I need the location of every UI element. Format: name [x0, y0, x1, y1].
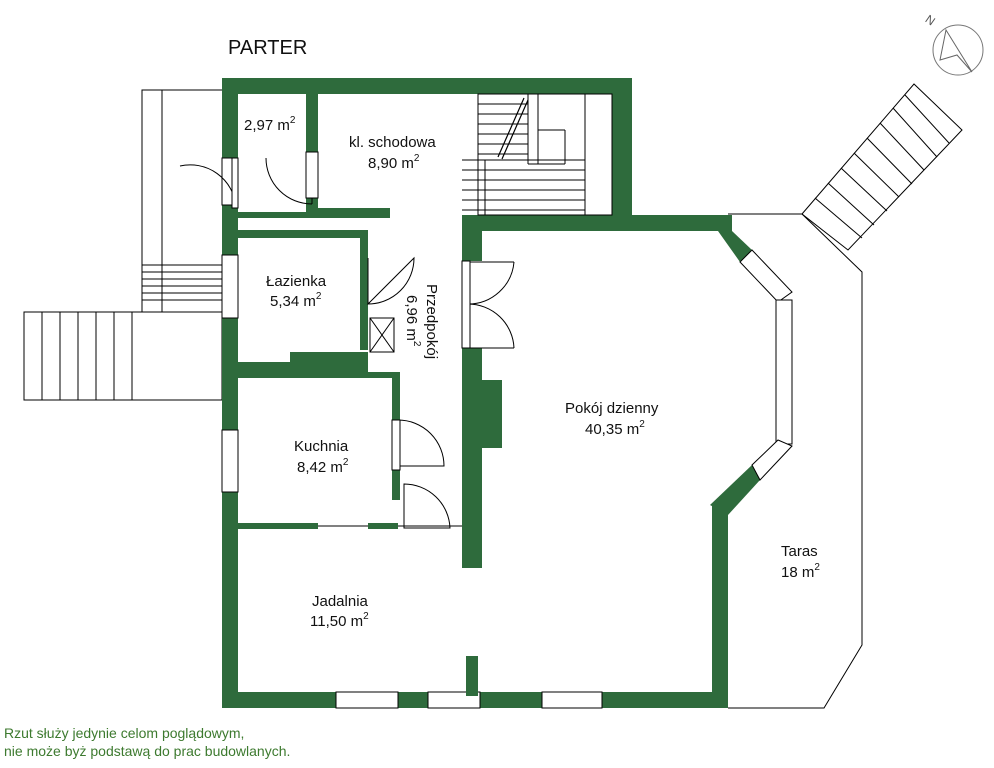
svg-text:18 m2: 18 m2 [781, 562, 820, 581]
svg-text:2,97 m2: 2,97 m2 [244, 115, 296, 134]
svg-text:5,34 m2: 5,34 m2 [270, 291, 322, 310]
svg-text:Kuchnia: Kuchnia [294, 438, 349, 455]
svg-text:6,96 m2: 6,96 m2 [403, 295, 422, 347]
room-label-kitchen: Kuchnia 8,42 m2 [294, 438, 349, 476]
room-label-storage: 2,97 m2 [244, 115, 296, 134]
doors [179, 151, 515, 529]
wall-windows [221, 157, 603, 709]
disclaimer-note: Rzut służy jedynie celom poglądowym, nie… [4, 724, 290, 760]
north-arrow-icon: N [923, 12, 984, 76]
floor-title: PARTER [228, 37, 307, 59]
svg-text:11,50 m2: 11,50 m2 [310, 611, 369, 630]
disclaimer-line-2: nie może byż podstawą do prac budowlanyc… [4, 743, 291, 759]
left-entrance-structure [23, 89, 223, 401]
room-label-bathroom: Łazienka 5,34 m2 [266, 273, 327, 310]
svg-text:8,42 m2: 8,42 m2 [297, 457, 349, 476]
room-label-hallway: Przedpokój 6,96 m2 [403, 284, 440, 359]
svg-text:Pokój dzienny: Pokój dzienny [565, 400, 659, 417]
bay-windows [739, 249, 793, 481]
room-label-stairwell: kl. schodowa 8,90 m2 [349, 134, 436, 172]
svg-text:Łazienka: Łazienka [266, 273, 327, 290]
room-label-terrace: Taras 18 m2 [781, 543, 820, 581]
disclaimer-line-1: Rzut służy jedynie celom poglądowym, [4, 725, 245, 741]
svg-text:40,35 m2: 40,35 m2 [585, 419, 645, 438]
room-label-living: Pokój dzienny 40,35 m2 [565, 400, 659, 438]
staircase [462, 93, 613, 216]
svg-text:8,90 m2: 8,90 m2 [368, 153, 420, 172]
svg-text:Jadalnia: Jadalnia [312, 593, 369, 610]
svg-text:Taras: Taras [781, 543, 818, 560]
svg-text:kl. schodowa: kl. schodowa [349, 134, 436, 151]
terrace-outline [728, 83, 963, 709]
room-label-dining: Jadalnia 11,50 m2 [310, 593, 369, 630]
interior-walls [238, 94, 502, 696]
svg-text:Przedpokój: Przedpokój [423, 284, 440, 359]
north-label: N [923, 12, 938, 28]
exterior-walls [222, 78, 760, 708]
